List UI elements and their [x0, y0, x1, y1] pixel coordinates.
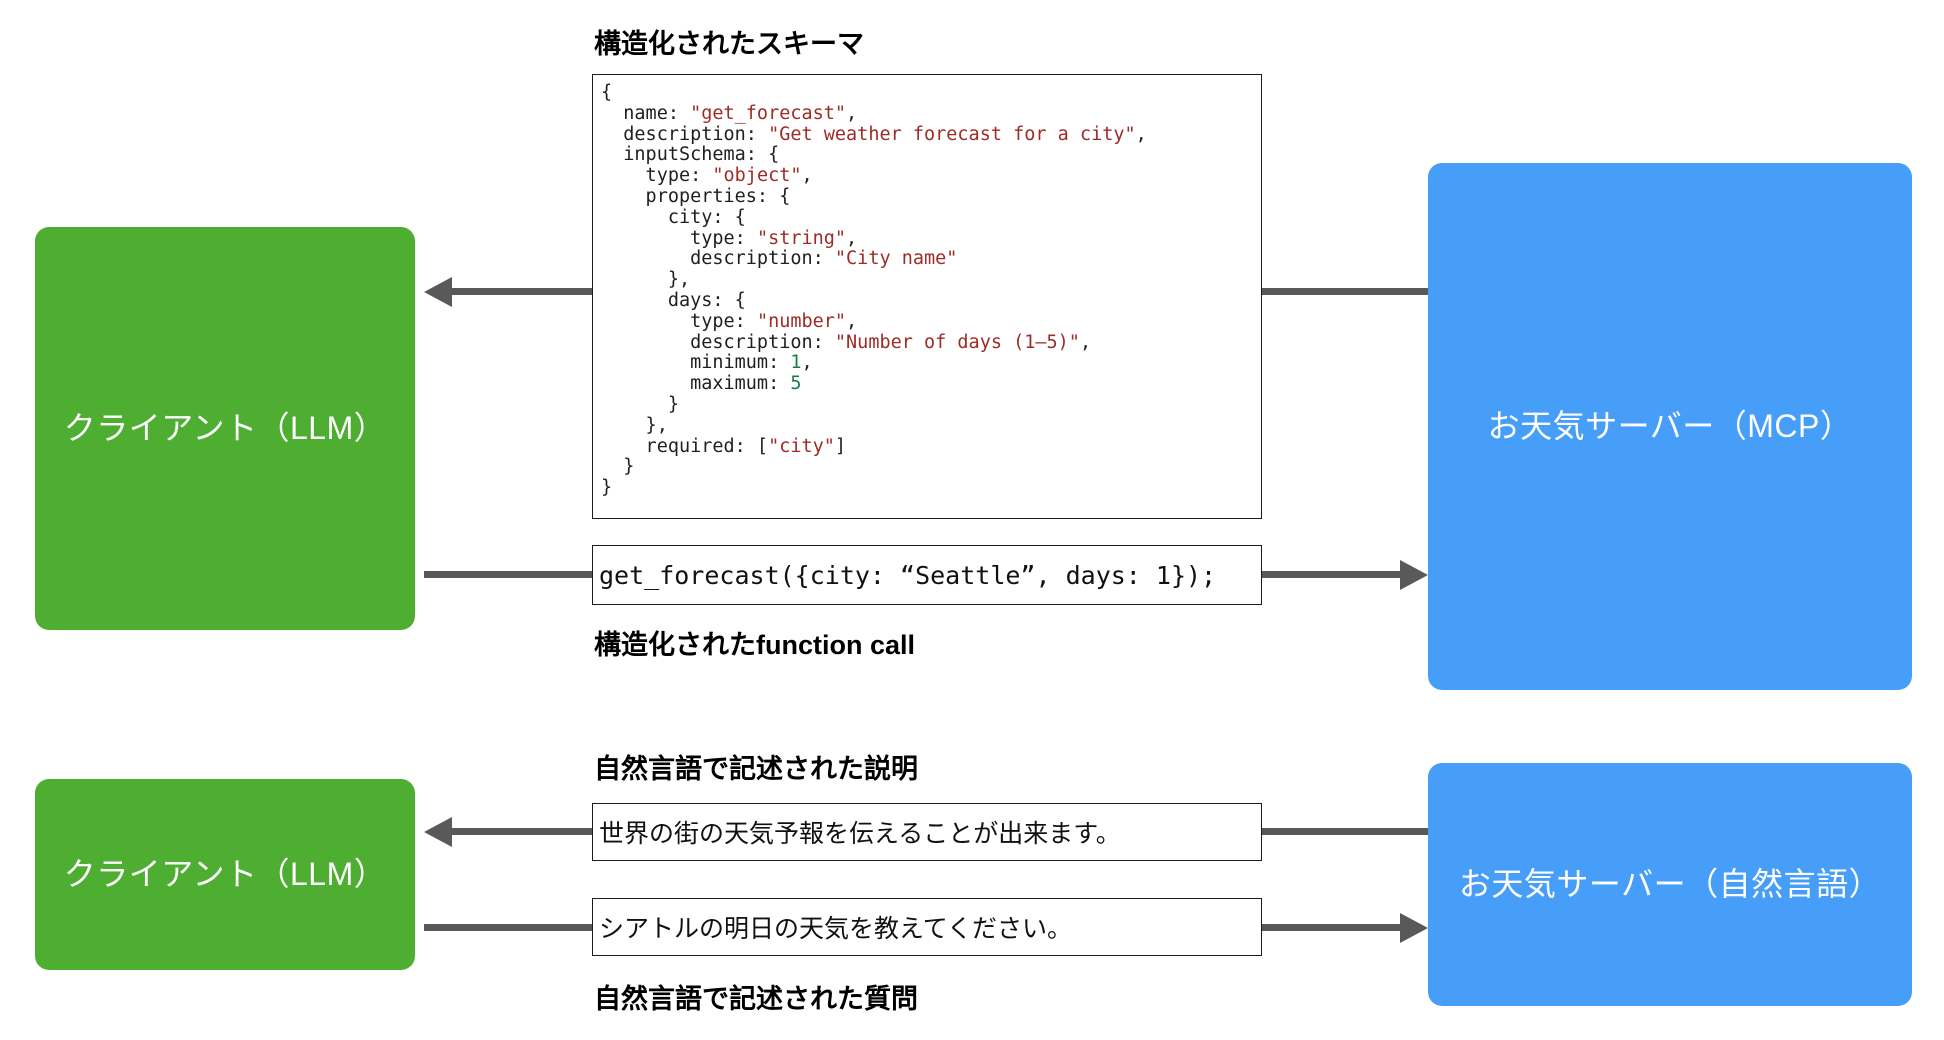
- schema-code-text: { name: "get_forecast", description: "Ge…: [601, 82, 1147, 499]
- connector-schema-client-side: [452, 288, 594, 295]
- connector-nldescription-server-side: [1262, 828, 1430, 835]
- caption-structured-schema: 構造化されたスキーマ: [594, 29, 864, 59]
- node-client-llm-top-label: クライアント（LLM）: [63, 409, 387, 446]
- natural-language-description-box: 世界の街の天気予報を伝えることが出来ます。: [592, 803, 1262, 861]
- connector-nldescription-client-side: [452, 828, 594, 835]
- schema-code-box: { name: "get_forecast", description: "Ge…: [592, 74, 1262, 519]
- node-weather-server-natural-language-label: お天気サーバー（自然言語）: [1458, 865, 1882, 902]
- natural-language-question-text: シアトルの明日の天気を教えてください。: [599, 915, 1073, 943]
- node-client-llm-bottom-label: クライアント（LLM）: [63, 855, 387, 892]
- function-call-text: get_forecast({city: “Seattle”, days: 1})…: [599, 560, 1217, 590]
- connector-schema-server-side: [1262, 288, 1430, 295]
- node-weather-server-mcp: お天気サーバー（MCP）: [1428, 163, 1912, 690]
- caption-structured-function-call: 構造化されたfunction call: [594, 630, 916, 660]
- natural-language-question-box: シアトルの明日の天気を教えてください。: [592, 898, 1262, 956]
- connector-functioncall-server-side: [1262, 571, 1402, 578]
- arrowhead-right-icon-nlquestion: [1400, 913, 1428, 943]
- connector-functioncall-client-side: [424, 571, 594, 578]
- arrowhead-left-icon-nldescription: [424, 817, 452, 847]
- caption-natural-language-question: 自然言語で記述された質問: [594, 984, 918, 1014]
- connector-nlquestion-client-side: [424, 924, 594, 931]
- node-weather-server-natural-language: お天気サーバー（自然言語）: [1428, 763, 1912, 1006]
- node-client-llm-top: クライアント（LLM）: [35, 227, 415, 630]
- node-client-llm-bottom: クライアント（LLM）: [35, 779, 415, 970]
- natural-language-description-text: 世界の街の天気予報を伝えることが出来ます。: [599, 820, 1121, 848]
- node-weather-server-mcp-label: お天気サーバー（MCP）: [1487, 407, 1853, 444]
- arrowhead-right-icon-functioncall: [1400, 560, 1428, 590]
- connector-nlquestion-server-side: [1262, 924, 1402, 931]
- function-call-box: get_forecast({city: “Seattle”, days: 1})…: [592, 545, 1262, 605]
- arrowhead-left-icon-schema: [424, 277, 452, 307]
- caption-natural-language-description: 自然言語で記述された説明: [594, 754, 918, 784]
